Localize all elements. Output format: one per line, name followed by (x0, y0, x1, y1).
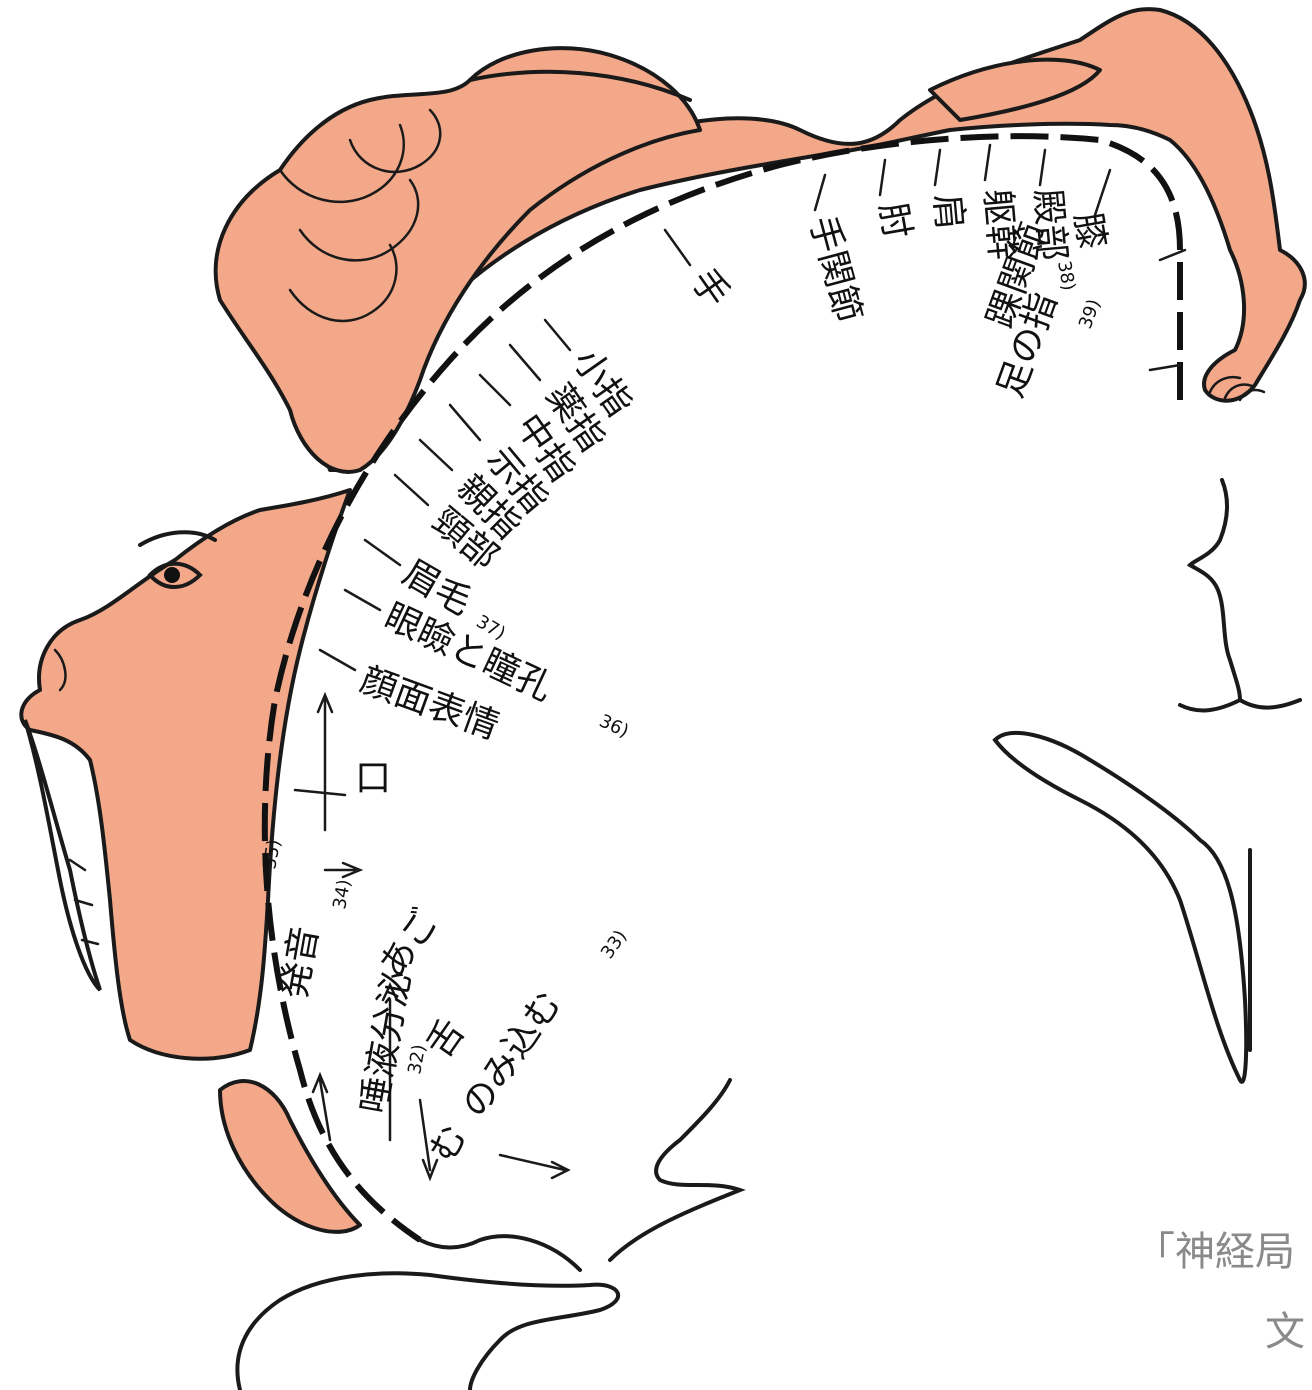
tick-knee (1095, 170, 1110, 215)
homunculus-figure (21, 9, 1305, 1232)
tick-middle (480, 375, 510, 405)
tick-brow (365, 540, 400, 565)
lower-gyrus-2 (237, 1273, 618, 1390)
caption-line-2: 文 (1265, 1309, 1305, 1355)
label-mouth: 口 (355, 758, 391, 799)
tick-little (545, 320, 570, 350)
tick-ankle (1160, 250, 1185, 260)
arrow-mouth-up (318, 695, 332, 830)
arrow-salivation (325, 863, 360, 877)
tick-ring (510, 345, 540, 380)
note-39: 39) (1075, 296, 1105, 331)
note-36: 36) (596, 710, 632, 742)
tick-eyelid (345, 590, 380, 610)
tick-mouth (295, 790, 345, 795)
label-elbow: 肘 (871, 199, 918, 242)
label-hip: 殿部 (1026, 187, 1073, 262)
label-swallowing-kana: む (422, 1118, 476, 1170)
label-salivation: 唾液分泌 (353, 968, 418, 1117)
tick-hand (665, 230, 690, 265)
lateral-ventricle (995, 733, 1246, 1082)
label-vocalization: 発音 (273, 924, 326, 1002)
tick-foot (1150, 365, 1180, 370)
label-knee: 膝 (1066, 209, 1113, 252)
label-swallowing: のみ込む (454, 984, 570, 1125)
source-caption: 「神経局 文 (1135, 1229, 1305, 1355)
label-wrist: 手関節 (801, 212, 869, 327)
note-34: 34) (329, 878, 355, 911)
tick-wrist (815, 175, 825, 210)
note-33: 33) (597, 926, 631, 963)
tick-thumb (420, 440, 452, 470)
tick-hip (1040, 150, 1045, 185)
label-shoulder: 肩 (926, 192, 970, 231)
label-hand: 手 (683, 262, 737, 315)
arrow-swallow (500, 1155, 568, 1178)
tick-face (320, 650, 355, 670)
caption-line-1: 「神経局 (1135, 1229, 1295, 1275)
tick-shoulder (935, 150, 940, 185)
homunculus-pupil (164, 567, 180, 583)
lower-gyrus-1 (610, 1080, 740, 1260)
tick-trunk (985, 145, 990, 180)
label-trunk: 躯幹 (976, 187, 1023, 262)
tick-index (450, 405, 480, 440)
tick-neck (395, 475, 428, 505)
lower-gyrus-3 (420, 1236, 580, 1270)
tick-elbow (880, 160, 885, 195)
note-38: 38) (1053, 259, 1079, 292)
note-35: 35) (259, 838, 285, 871)
ventricle-bracket (1180, 480, 1300, 710)
